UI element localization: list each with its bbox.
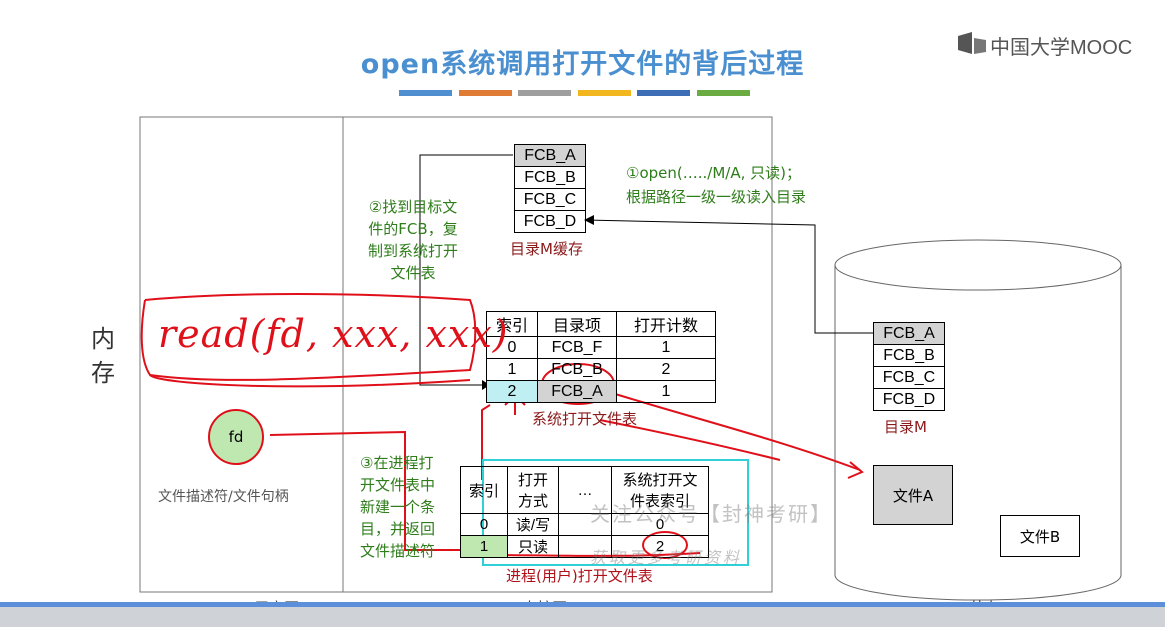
dir-disk-row: FCB_A	[873, 322, 945, 345]
mooc-logo-icon	[958, 32, 986, 54]
title-stripe	[458, 90, 512, 96]
dir-disk-caption: 目录M	[884, 418, 927, 436]
proc-table-cell: 只读	[507, 535, 559, 558]
fd-node: fd	[208, 409, 264, 465]
sys-open-file-table: 索引 目录项 打开计数 0 FCB_F 1 1 FCB_B 2 2 FCB_A …	[486, 311, 716, 403]
sys-table-cell: 2	[486, 380, 538, 403]
dir-cache-row: FCB_D	[514, 210, 586, 233]
title-stripe	[518, 90, 571, 96]
sys-table-header: 索引	[486, 311, 538, 337]
sys-table-header: 打开计数	[616, 311, 716, 337]
handwritten-read-call: read(fd, xxx, xxx)	[158, 312, 509, 356]
video-progress	[0, 602, 1165, 607]
watermark-line2: 获取更多考研资料	[590, 548, 743, 567]
fd-caption: 文件描述符/文件句柄	[158, 489, 289, 505]
sys-table-cell: FCB_A	[537, 380, 617, 403]
step2-text: ②找到目标文件的FCB，复 制到系统打开文件表	[367, 198, 458, 282]
sys-table-header: 目录项	[537, 311, 617, 337]
proc-table-header: 打开 方式	[507, 466, 559, 514]
dir-disk-row: FCB_D	[873, 388, 945, 411]
dir-cache-row: FCB_A	[514, 144, 586, 167]
title-stripe	[577, 90, 631, 96]
sys-table-cell: FCB_F	[537, 336, 617, 359]
proc-table-caption: 进程(用户)打开文件表	[506, 567, 653, 585]
proc-table-cell: 0	[460, 513, 508, 536]
step1-line1: ①open(…../M/A, 只读)；	[626, 164, 801, 182]
sys-table-cell: 1	[486, 358, 538, 381]
sys-table-cell: 2	[616, 358, 716, 381]
step1-arrow	[584, 219, 873, 334]
proc-table-header: 索引	[460, 466, 508, 514]
proc-table-header: …	[558, 466, 612, 514]
title-stripe	[637, 90, 690, 96]
sys-table-caption: 系统打开文件表	[532, 410, 638, 428]
title-stripe	[399, 90, 452, 96]
file-a-box: 文件A	[873, 465, 953, 525]
proc-table-cell: 1	[460, 535, 508, 558]
dir-cache-caption: 目录M缓存	[510, 240, 583, 258]
dir-disk-row: FCB_B	[873, 344, 945, 367]
step1-line2: 根据路径一级一级读入目录	[626, 188, 807, 206]
proc-table-cell: 读/写	[507, 513, 559, 536]
sys-table-cell: 1	[616, 336, 716, 359]
dir-disk-table: FCB_A FCB_B FCB_C FCB_D	[873, 322, 945, 411]
step2-arrow	[419, 154, 513, 386]
proc-open-file-table: 索引 打开 方式 … 系统打开文 件表索引 0 读/写 0 1 只读 2	[460, 466, 709, 558]
brand-logo-text: 中国大学MOOC	[990, 37, 1133, 59]
dir-disk-row: FCB_C	[873, 366, 945, 389]
proc-table-cell: 2	[611, 535, 709, 558]
step3-text: ③在进程打开文件表中 新建一个条目，并返回 文件描述符	[360, 454, 436, 560]
dir-cache-row: FCB_B	[514, 166, 586, 189]
file-b-box: 文件B	[1000, 515, 1080, 557]
dir-cache-table: FCB_A FCB_B FCB_C FCB_D	[514, 144, 586, 233]
dir-cache-row: FCB_C	[514, 188, 586, 211]
memory-frame	[139, 116, 773, 593]
memory-label: 内存	[91, 325, 115, 387]
sys-table-cell: 1	[616, 380, 716, 403]
proc-table-header: 系统打开文 件表索引	[611, 466, 709, 514]
watermark-line1: 关注公众号【封神考研】	[590, 502, 832, 526]
sys-table-cell: FCB_B	[537, 358, 617, 381]
slide-title: open系统调用打开文件的背后过程	[360, 49, 805, 80]
title-stripe	[696, 90, 750, 96]
